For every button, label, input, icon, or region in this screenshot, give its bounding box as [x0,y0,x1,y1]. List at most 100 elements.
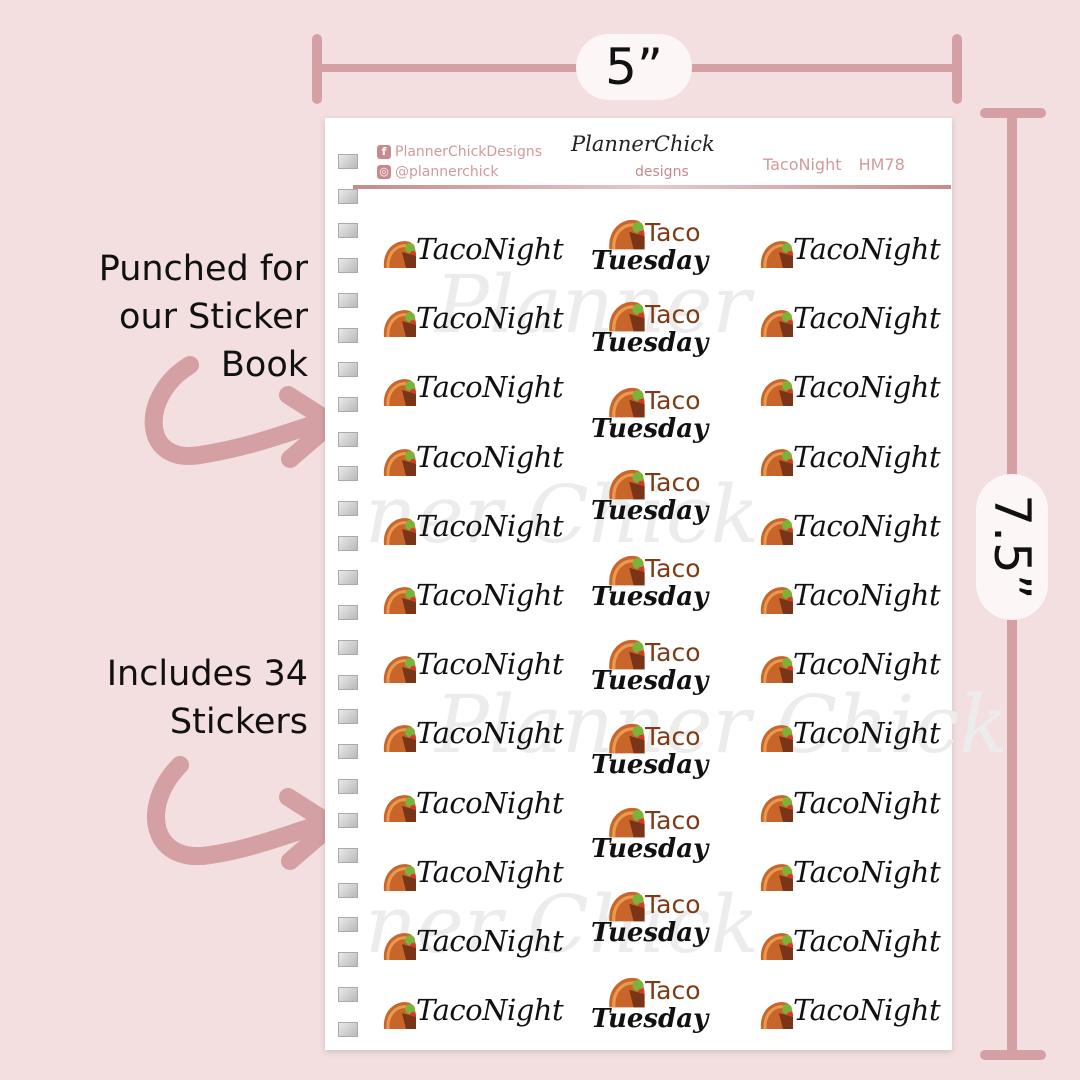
taconight-label: TacoNight [416,785,564,820]
punch-hole [338,639,358,655]
tuesday-word: Tuesday [591,750,709,780]
punch-hole [338,882,358,898]
taconight-label: TacoNight [793,924,941,958]
logo-bottom-text: designs [635,164,689,180]
punch-hole [338,743,358,759]
taco-icon [757,580,797,620]
punch-hole [338,570,358,586]
brand-logo: PlannerChick designs [571,132,715,186]
watermark: ner Chick [365,468,760,561]
taco-icon [605,212,649,256]
taco-icon [380,788,420,828]
taco-icon [757,511,797,551]
punch-hole [338,986,358,1002]
sticker-sheet: f PlannerChickDesigns ◎ @plannerchick Pl… [325,118,1008,1050]
taco-word: Taco [645,976,701,1005]
taco-icon [757,442,797,482]
punch-hole [338,813,358,829]
taco-icon [605,294,649,338]
instagram-icon: ◎ [377,165,391,179]
header-divider [353,185,951,189]
taco-icon [380,442,420,482]
taco-word: Taco [645,806,701,835]
taco-icon [757,234,797,274]
tuesday-word: Tuesday [591,246,709,276]
taco-icon [757,303,797,343]
punch-hole [338,501,358,516]
height-dimension-badge: 7.5” [976,474,1048,620]
taco-icon [380,511,420,551]
taco-icon [757,372,797,412]
taconight-label: TacoNight [793,578,941,612]
taco-icon [757,718,797,758]
punch-hole [338,605,358,621]
taco-icon [380,857,420,897]
taconight-label: TacoNight [793,647,941,682]
height-dimension-cap-bottom [980,1050,1046,1060]
tuesday-word: Tuesday [591,1004,709,1034]
taco-word: Taco [645,300,701,329]
taconight-label: TacoNight [793,232,941,266]
taco-word: Taco [645,468,701,497]
tuesday-word: Tuesday [591,582,709,612]
taco-icon [605,884,649,928]
punch-hole [338,674,358,690]
punch-hole [338,848,358,863]
taco-icon [605,548,649,592]
taconight-label: TacoNight [416,993,564,1028]
taco-icon [605,380,649,424]
facebook-text: PlannerChickDesigns [395,144,542,160]
taco-word: Taco [645,722,701,751]
sheet-header: f PlannerChickDesigns ◎ @plannerchick Pl… [325,118,952,192]
punch-hole [338,917,358,933]
taconight-label: TacoNight [416,508,564,543]
punch-hole [338,396,358,412]
taco-word: Taco [645,638,701,667]
taco-icon [757,649,797,689]
tuesday-word: Tuesday [591,328,709,358]
taco-icon [605,462,649,506]
instagram-text: @plannerchick [395,164,499,180]
taconight-label: TacoNight [793,716,941,751]
taco-icon [757,995,797,1035]
taco-icon [605,632,649,676]
taconight-label: TacoNight [416,854,564,889]
taconight-label: TacoNight [416,716,564,751]
watermark: ner Chick [365,878,760,971]
taconight-label: TacoNight [793,370,941,405]
taco-icon [605,800,649,844]
taco-word: Taco [645,554,701,583]
taco-icon [757,926,797,966]
taco-icon [605,716,649,760]
taconight-label: TacoNight [793,439,941,474]
taco-word: Taco [645,890,701,919]
facebook-handle: f PlannerChickDesigns [377,144,542,160]
tuesday-word: Tuesday [591,666,709,696]
punch-hole [338,709,358,725]
punch-hole [338,223,358,239]
punch-hole [338,327,358,343]
punch-hole [338,154,358,169]
taconight-label: TacoNight [416,647,564,682]
watermark: Planner Chick [435,678,1008,771]
taco-icon [380,926,420,966]
taconight-label: TacoNight [416,232,564,266]
punch-hole [338,778,358,794]
punch-hole [338,952,358,968]
sheet-name: TacoNight [763,155,842,174]
sheet-id: HM78 [858,155,905,174]
tuesday-word: Tuesday [591,918,709,948]
punched-line-3: Book [220,345,308,385]
punch-hole [338,1021,358,1037]
sheet-code: TacoNight HM78 [763,155,905,174]
watermark: Planner [435,258,751,351]
tuesday-word: Tuesday [591,834,709,864]
punch-hole [338,258,358,274]
